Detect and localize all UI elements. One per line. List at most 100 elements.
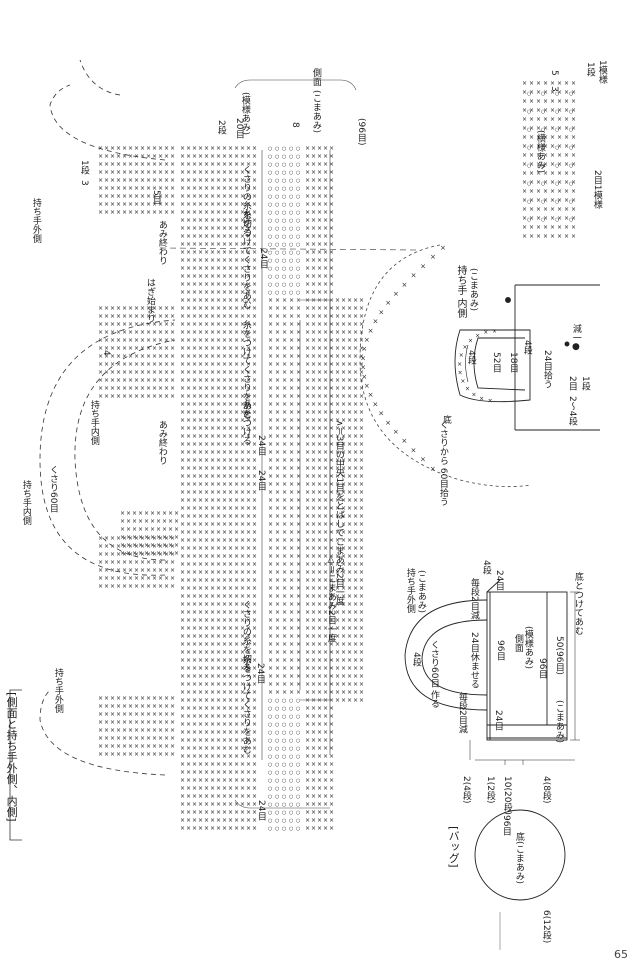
stitch-x: × [347, 441, 352, 448]
stitch-x: × [104, 751, 109, 758]
stitch-x: × [210, 793, 215, 800]
stitch-x: × [128, 543, 133, 550]
stitch-x: × [311, 577, 316, 584]
stitch-x: × [282, 569, 287, 576]
stitch-x: × [228, 593, 233, 600]
stitch-x: × [122, 153, 127, 160]
stitch-x: × [296, 361, 301, 368]
stitch-x: × [240, 713, 245, 720]
stitch-x: × [252, 505, 257, 512]
stitch-x: × [180, 409, 185, 416]
stitch-x: × [571, 107, 576, 114]
stitch-x: × [311, 273, 316, 280]
stitch-x: × [204, 689, 209, 696]
stitch-x: × [116, 313, 121, 320]
stitch-x: × [198, 313, 203, 320]
stitch-x: × [564, 89, 569, 96]
stitch-x: × [268, 305, 273, 312]
stitch-x: × [228, 177, 233, 184]
stitch-x: × [246, 457, 251, 464]
stitch-x: × [282, 321, 287, 328]
stitch-x: × [323, 449, 328, 456]
stitch-x: × [305, 313, 310, 320]
stitch-x: × [240, 401, 245, 408]
stitch-x: × [168, 534, 173, 541]
stitch-x: × [140, 751, 145, 758]
stitch-x: × [329, 161, 334, 168]
stitch-x: × [228, 353, 233, 360]
stitch-x: × [246, 601, 251, 608]
stitch-x: × [341, 465, 346, 472]
stitch-x: × [252, 361, 257, 368]
bag-side-label: 側面 [512, 634, 523, 652]
stitch-chain: ○ [282, 738, 286, 744]
stitch-x: × [216, 233, 221, 240]
stitch-x: × [246, 505, 251, 512]
stitch-x: × [329, 305, 334, 312]
stitch-x: × [222, 425, 227, 432]
stitch-x: × [204, 505, 209, 512]
stitch-x: × [134, 313, 139, 320]
stitch-x: × [228, 689, 233, 696]
stitch-chain: ○ [296, 250, 300, 256]
stitch-x: × [252, 457, 257, 464]
stitch-x: × [323, 249, 328, 256]
stitch-x: × [347, 681, 352, 688]
handle-inner-sub: (こまあみ) [467, 268, 478, 312]
stitch-x: × [204, 617, 209, 624]
stitch-x: × [335, 473, 340, 480]
stitch-chain: ○ [289, 794, 293, 800]
stitch-x: × [341, 457, 346, 464]
stitch-x: × [311, 681, 316, 688]
stitch-x: × [222, 473, 227, 480]
stitch-x: × [228, 481, 233, 488]
stitch-x: × [150, 526, 155, 533]
stitch-x: × [216, 169, 221, 176]
stitch-x: × [198, 337, 203, 344]
stitch-x: × [192, 233, 197, 240]
stitch-x: × [311, 449, 316, 456]
stitch-x: × [234, 409, 239, 416]
stitch-x: × [146, 575, 151, 582]
stitch-x: × [246, 257, 251, 264]
stitch-x: × [186, 305, 191, 312]
stitch-x: × [361, 345, 367, 353]
stitch-x: × [186, 313, 191, 320]
stitch-x: × [192, 721, 197, 728]
stitch-x: × [246, 729, 251, 736]
stitch-x: × [198, 545, 203, 552]
stitch-chain: ○ [282, 818, 286, 824]
stitch-x: × [228, 809, 233, 816]
stitch-x: × [104, 345, 109, 352]
stitch-x: × [216, 513, 221, 520]
stitch-x: × [210, 761, 215, 768]
stitch-x: × [329, 393, 334, 400]
stitch-x: × [228, 473, 233, 480]
stitch-chain: ○ [268, 178, 272, 184]
stitch-x: × [222, 761, 227, 768]
stitch-x: × [311, 489, 316, 496]
stitch-x: × [210, 321, 215, 328]
stitch-chain: ○ [275, 218, 279, 224]
stitch-x: × [234, 777, 239, 784]
stitch-x: × [536, 188, 541, 195]
stitch-x: × [104, 201, 109, 208]
stitch-x: × [335, 537, 340, 544]
stitch-x: × [460, 378, 465, 385]
stitch-x: × [246, 553, 251, 560]
stitch-x: × [341, 625, 346, 632]
stitch-x: × [268, 505, 273, 512]
stitch-x: × [268, 561, 273, 568]
stitch-x: × [347, 657, 352, 664]
stitch-x: × [317, 345, 322, 352]
stitch-chain: ○ [268, 754, 272, 760]
stitch-x: × [347, 625, 352, 632]
stitch-x: × [311, 713, 316, 720]
chart-h-in: 持ち手内側 [88, 400, 99, 445]
stitch-x: × [246, 417, 251, 424]
stitch-x: × [110, 385, 115, 392]
stitch-x: × [164, 575, 169, 582]
stitch-chain: ○ [282, 178, 286, 184]
stitch-x: × [282, 353, 287, 360]
stitch-chain: ○ [289, 706, 293, 712]
